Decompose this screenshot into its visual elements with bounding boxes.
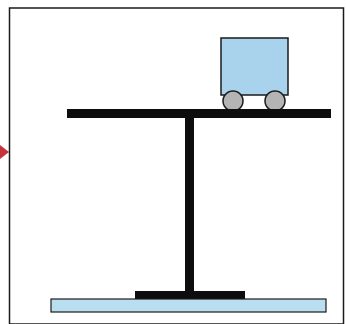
support-column — [185, 117, 194, 295]
top-platform — [67, 109, 331, 118]
foot-plate — [135, 291, 245, 300]
cart-icon — [220, 37, 289, 96]
arrow-head-icon — [0, 145, 9, 159]
frame-border — [8, 7, 345, 324]
wheel-icon-left — [222, 90, 244, 112]
base-plate — [50, 298, 327, 313]
wheel-icon-right — [264, 90, 286, 112]
